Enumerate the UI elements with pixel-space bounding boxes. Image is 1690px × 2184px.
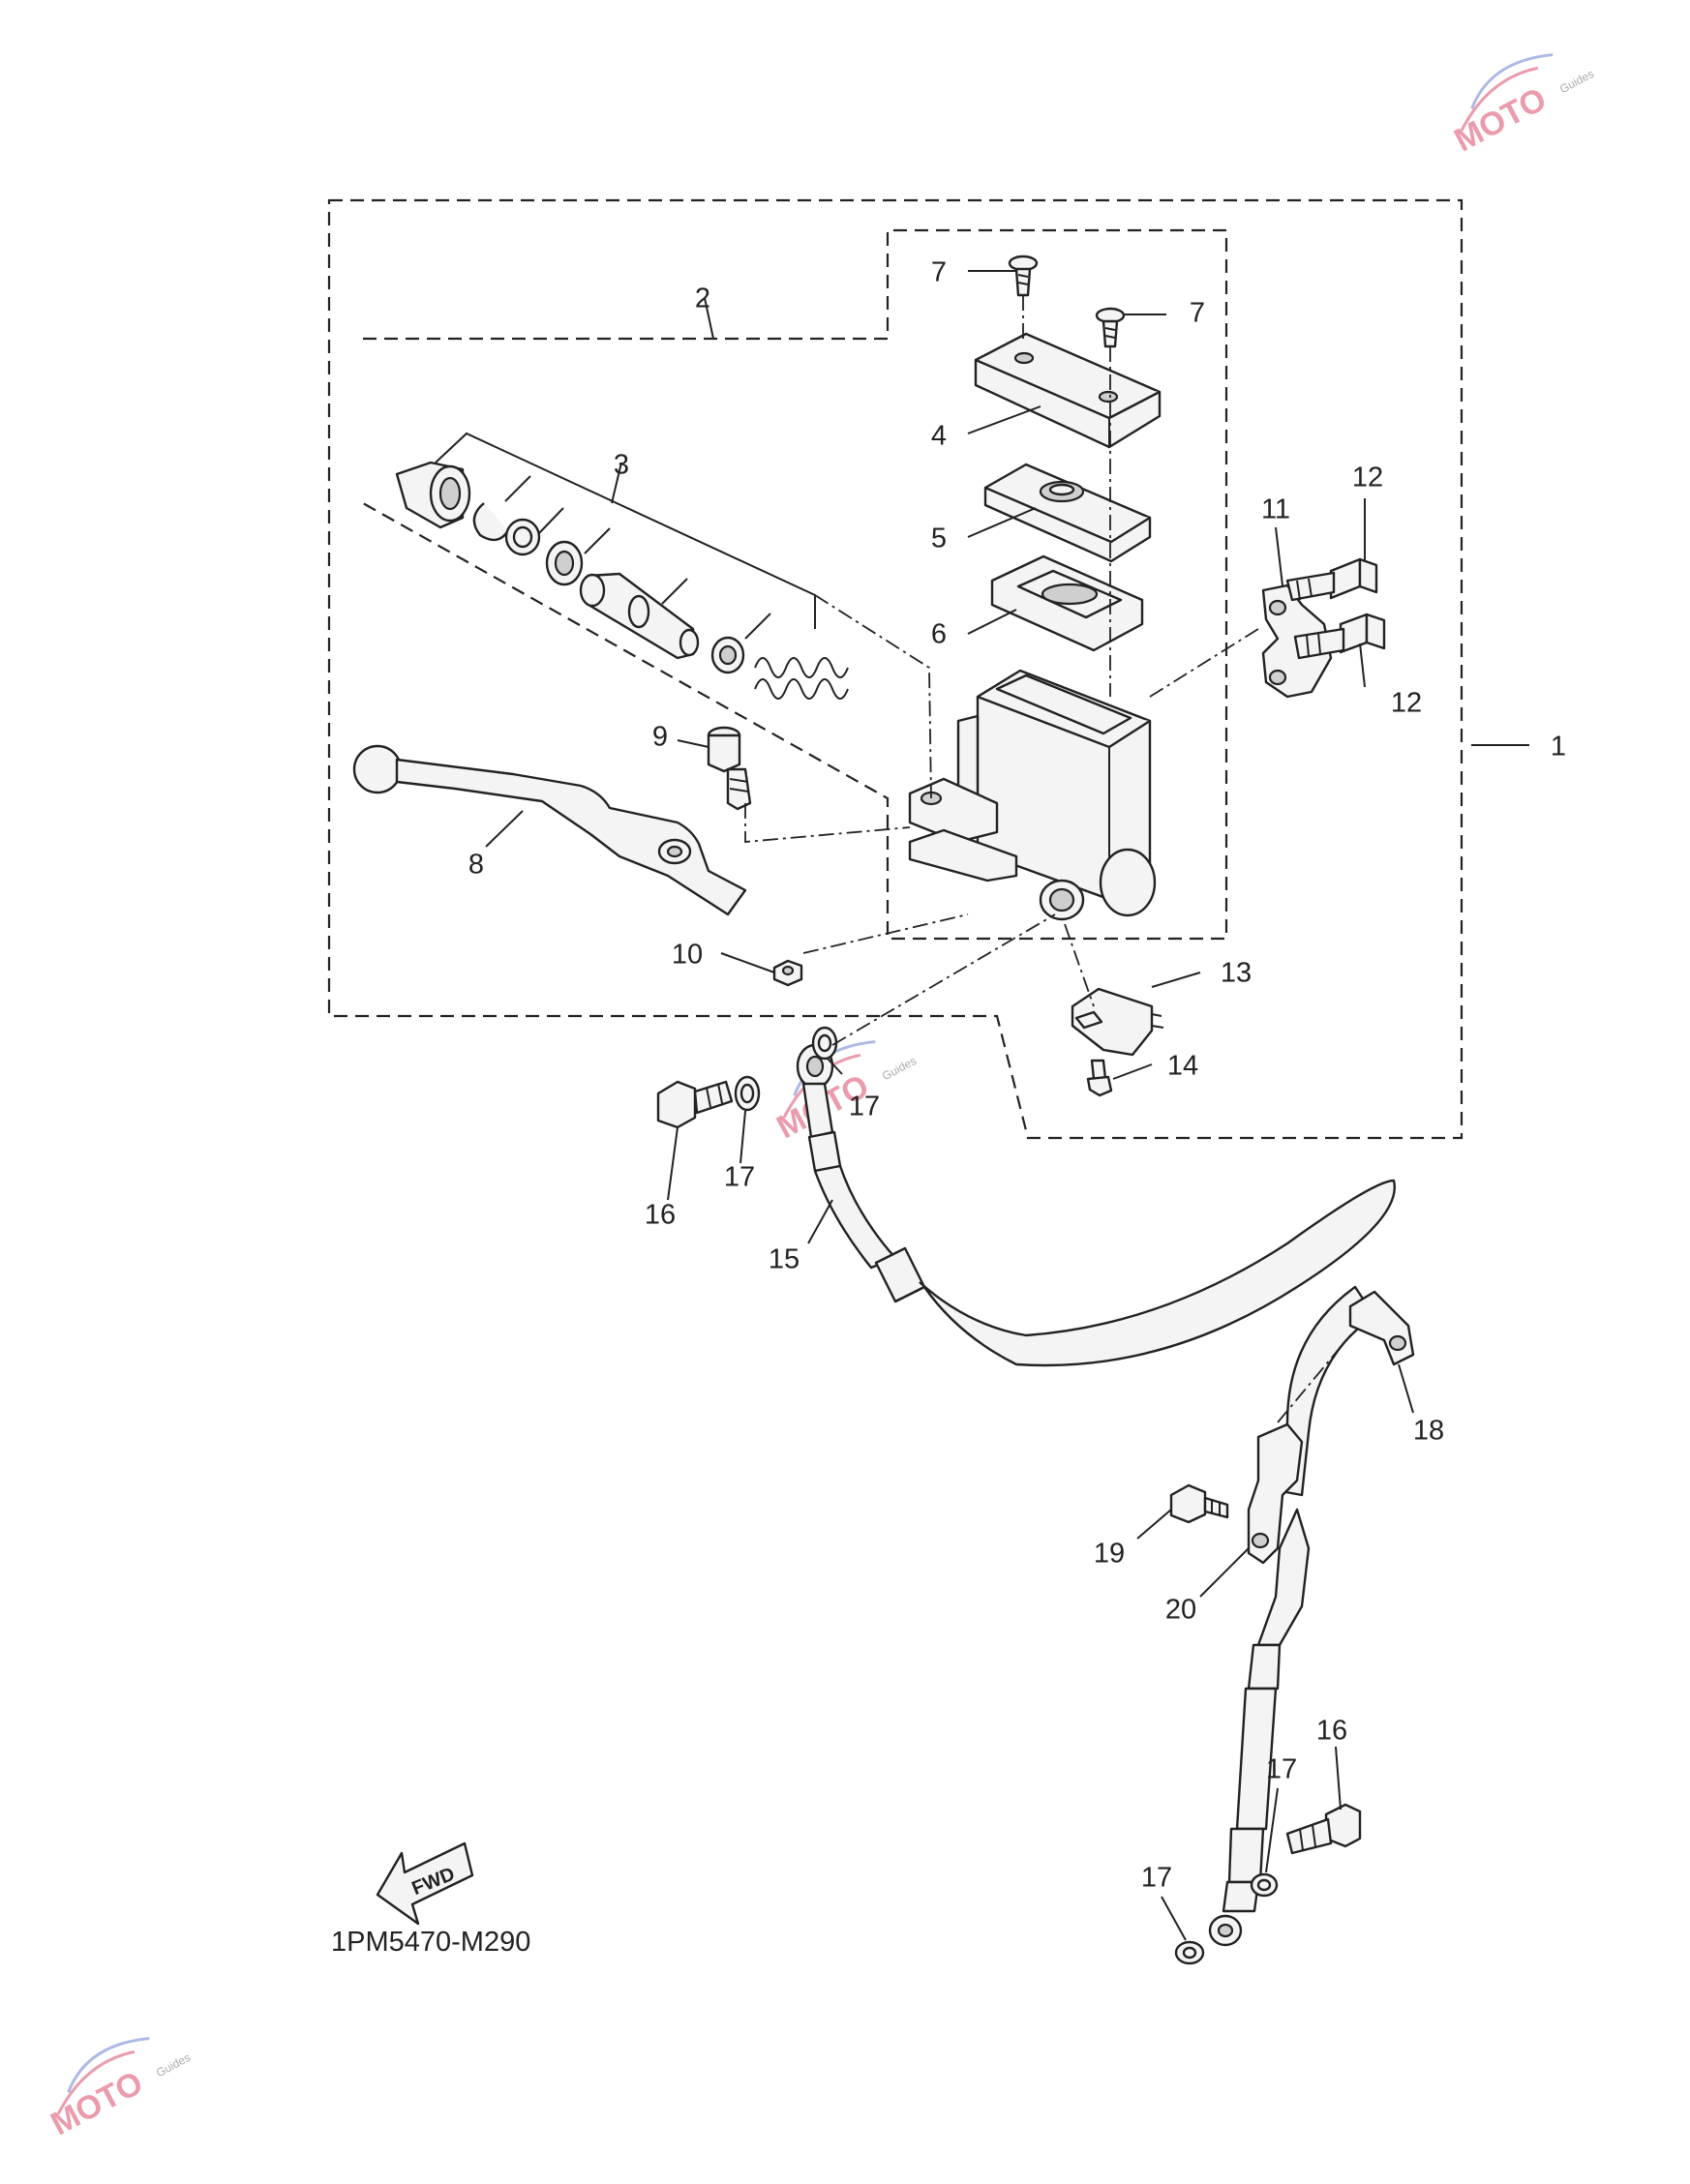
callout-9: 9	[652, 722, 668, 753]
callout-7-left: 7	[931, 257, 947, 288]
callout-13: 13	[1221, 958, 1252, 989]
washer-17-upper-left	[734, 1075, 761, 1112]
callout-19: 19	[1094, 1539, 1125, 1570]
washer-17-lower-right	[1250, 1872, 1279, 1898]
callout-11: 11	[1261, 494, 1290, 525]
callout-2: 2	[695, 284, 710, 314]
watermark-top-right: MOTO Guides	[1448, 53, 1596, 159]
banjo-bolt-16-upper	[656, 1080, 734, 1129]
brake-lever-8	[352, 744, 747, 916]
screw-7-left	[1008, 254, 1039, 297]
watermark-sub-text-2: Guides	[880, 1054, 919, 1083]
callout-17-d: 17	[1141, 1863, 1172, 1894]
diaphragm-6	[990, 554, 1144, 652]
fwd-arrow-icon: FWD	[376, 1841, 474, 1926]
washer-17-upper-right	[811, 1026, 838, 1061]
callout-20: 20	[1165, 1595, 1196, 1626]
callout-12-lower: 12	[1391, 688, 1422, 719]
switch-screw-14	[1086, 1059, 1113, 1097]
callout-5: 5	[931, 524, 947, 554]
banjo-bolt-16-lower	[1285, 1803, 1362, 1855]
callout-17-c: 17	[1266, 1754, 1297, 1785]
watermark-sub-text-3: Guides	[154, 2050, 193, 2079]
callout-10: 10	[672, 940, 703, 971]
callout-17-b: 17	[724, 1162, 755, 1193]
callout-1: 1	[1551, 732, 1566, 763]
callout-12-upper: 12	[1352, 463, 1383, 494]
bolt-12-lower	[1293, 613, 1386, 660]
piston-spring	[754, 657, 849, 700]
bolt-12-upper	[1285, 557, 1378, 602]
diaphragm-plate-5	[983, 463, 1152, 563]
callout-17-a: 17	[849, 1092, 880, 1122]
hose-guide-20	[1247, 1422, 1304, 1565]
assembly-2-boundary	[362, 228, 1228, 941]
nut-10	[772, 959, 803, 987]
callout-16-upper: 16	[645, 1200, 676, 1231]
callout-8: 8	[468, 850, 484, 881]
hose-bracket-18	[1348, 1290, 1415, 1366]
assembly-1-boundary	[327, 198, 1464, 1140]
reservoir-cap-4	[974, 332, 1162, 449]
callout-7-right: 7	[1190, 298, 1205, 329]
leader-lines	[485, 270, 1529, 1941]
callout-4: 4	[931, 421, 947, 452]
piston-kit-leader-bracket	[435, 432, 816, 640]
watermark-logo-text-3: MOTO	[45, 2064, 148, 2142]
diagram-code: 1PM5470-M290	[331, 1927, 530, 1958]
watermark-logo-text: MOTO	[1448, 80, 1552, 159]
watermark-bottom-left: MOTO Guides	[45, 2037, 193, 2142]
callout-18: 18	[1413, 1416, 1444, 1447]
piston-kit-3	[395, 461, 849, 700]
callout-3: 3	[614, 450, 629, 481]
master-cylinder-body-1	[956, 669, 1157, 921]
screw-7-right	[1095, 307, 1126, 348]
brake-hose-15	[796, 1043, 1397, 1947]
callout-14: 14	[1167, 1051, 1198, 1082]
watermark-sub-text: Guides	[1557, 67, 1596, 96]
callout-16-lower: 16	[1316, 1716, 1347, 1747]
washer-17-lower-left	[1174, 1940, 1205, 1965]
callout-6: 6	[931, 619, 947, 650]
assembly-lines	[744, 295, 1351, 1423]
brake-switch-13	[1071, 987, 1164, 1057]
pivot-bolt-9	[707, 726, 752, 811]
callout-15: 15	[769, 1244, 800, 1275]
bolt-19	[1169, 1483, 1229, 1524]
